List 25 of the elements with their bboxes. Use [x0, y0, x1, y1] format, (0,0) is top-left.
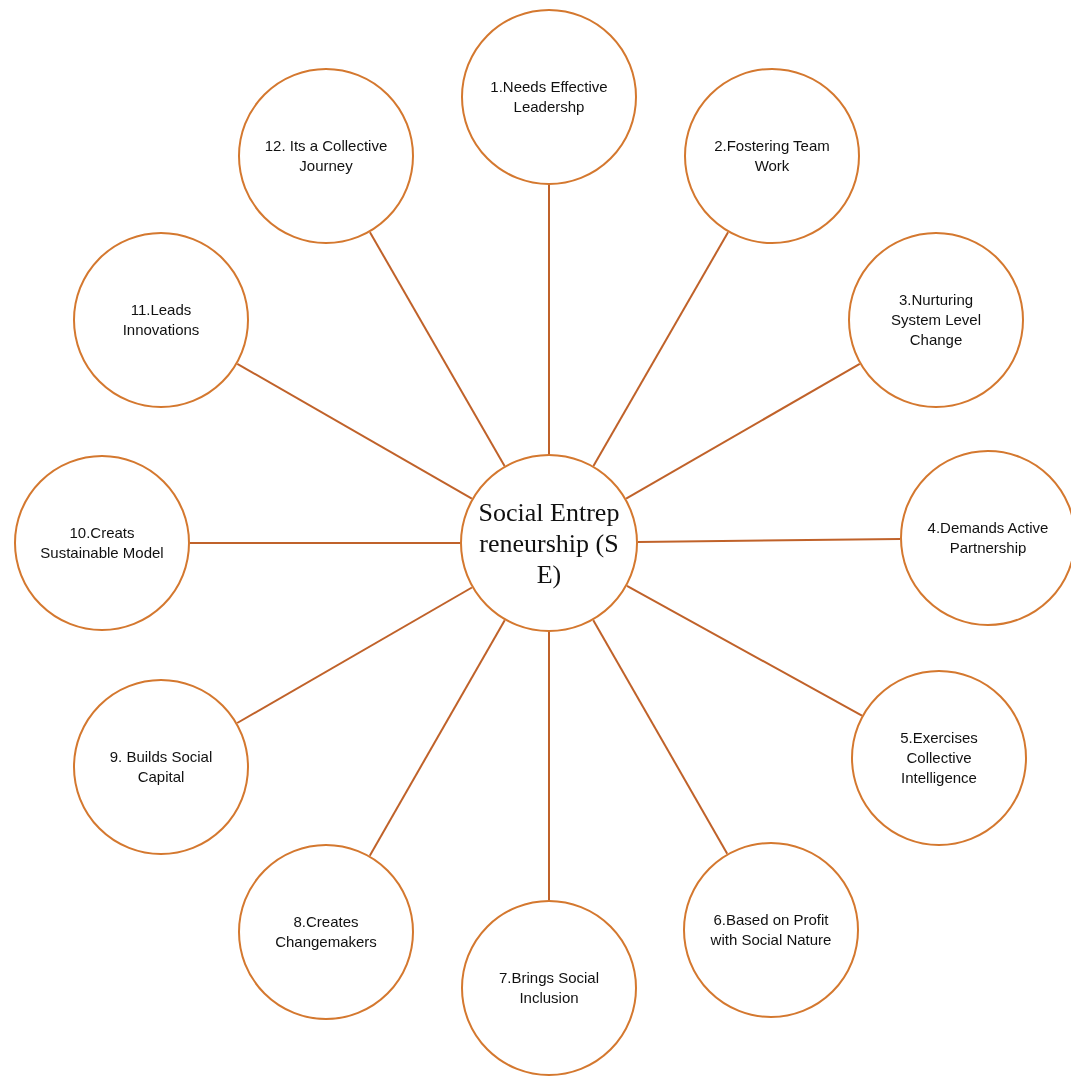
node-label: 2.Fostering Team Work: [713, 136, 831, 176]
node-label: 12. Its a Collective Journey: [263, 136, 389, 176]
connector-line: [368, 231, 506, 467]
node-label: 7.Brings Social Inclusion: [497, 968, 601, 1008]
node-label: 8.Creates Changemakers: [274, 912, 378, 952]
node-label: 6.Based on Profit with Social Nature: [709, 910, 833, 950]
node-label: Social Entrepreneurship (SE): [477, 496, 621, 590]
connector-line: [625, 584, 863, 717]
connector-line: [368, 619, 506, 857]
connector-line: [548, 184, 550, 455]
node-label: 3.Nurturing System Level Change: [889, 290, 982, 350]
connector-line: [236, 362, 473, 500]
node-label: 10.Creats Sustainable Model: [39, 523, 165, 563]
node-label: 4.Demands Active Partnership: [926, 518, 1050, 558]
connector-line: [637, 538, 901, 543]
connector-line: [236, 586, 473, 724]
connector-line: [189, 542, 461, 544]
connector-line: [592, 231, 730, 467]
node-label: 9. Builds Social Capital: [108, 747, 214, 787]
node-label: 11.Leads Innovations: [121, 300, 201, 340]
connector-line: [592, 619, 729, 855]
node-label: 1.Needs Effective Leadershp: [489, 77, 609, 117]
connector-line: [625, 362, 861, 500]
node-label: 5.Exercises Collective Intelligence: [899, 728, 979, 788]
connector-line: [548, 631, 550, 901]
